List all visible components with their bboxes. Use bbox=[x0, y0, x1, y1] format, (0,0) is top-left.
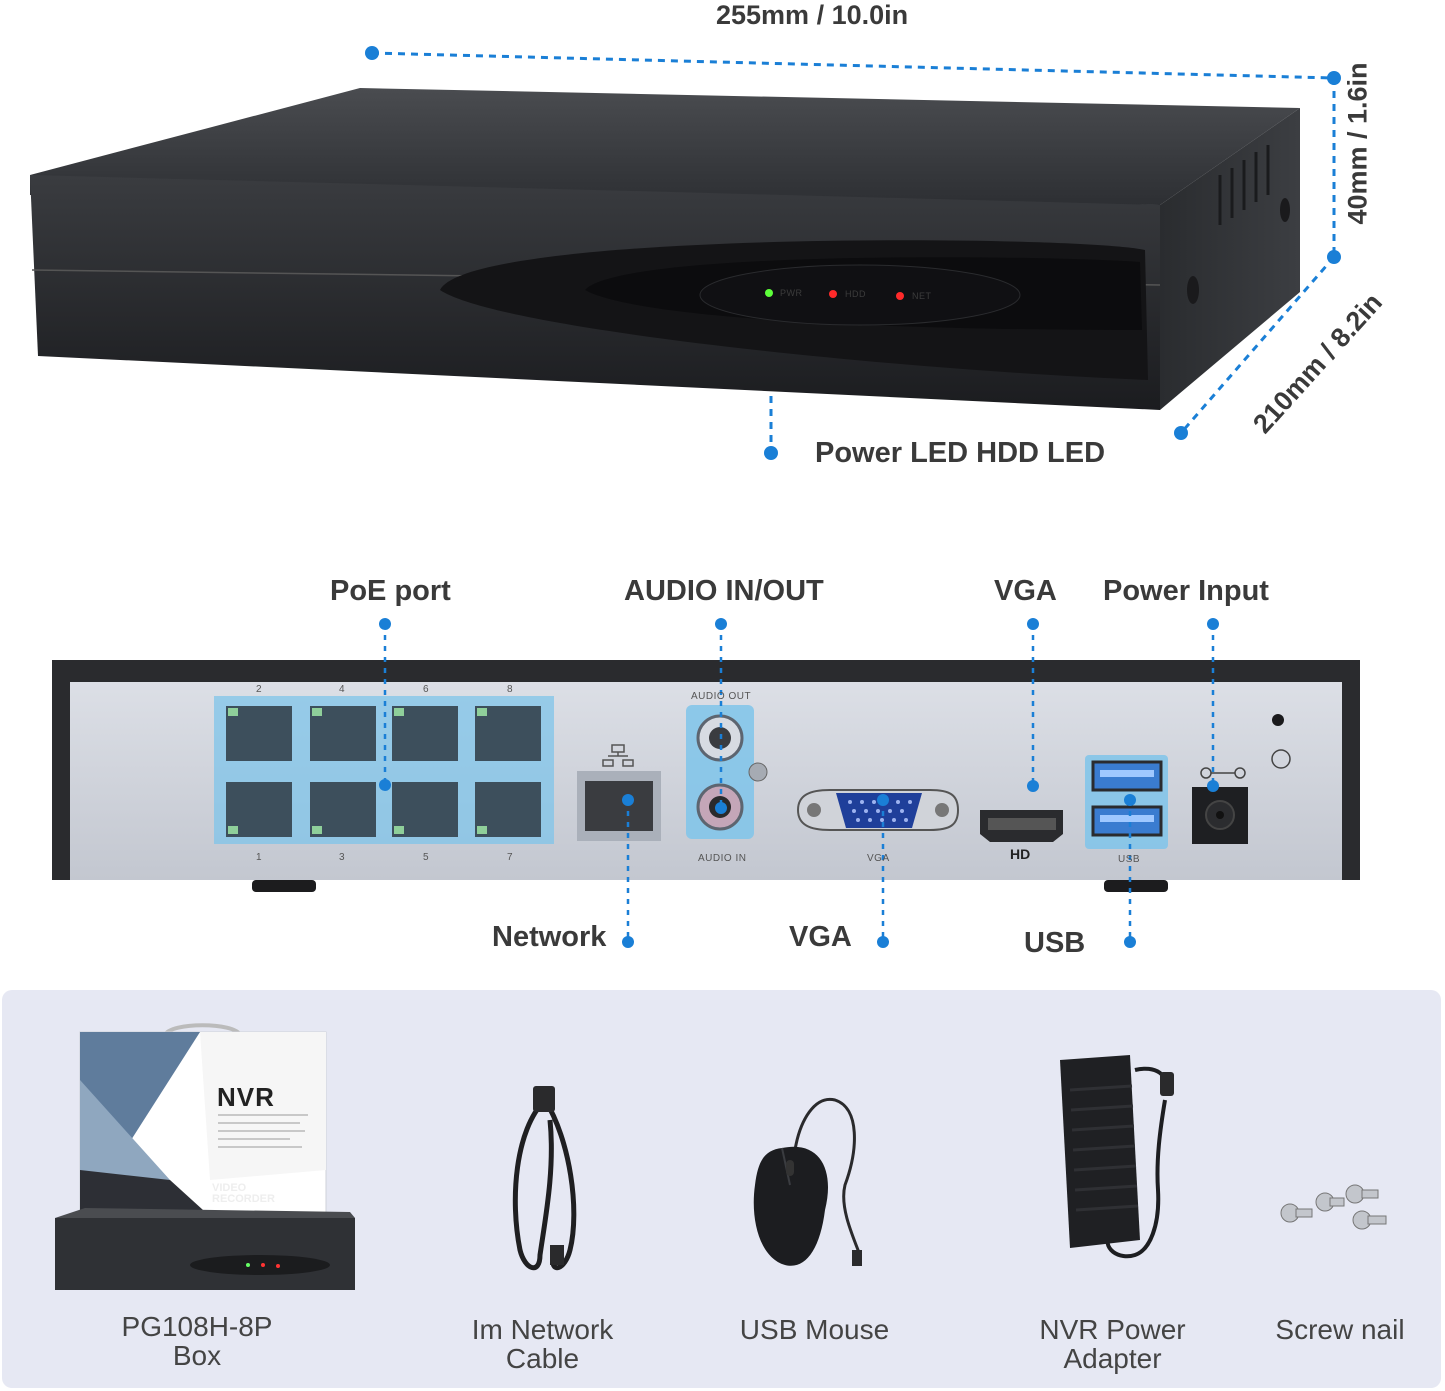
network-callout: Network bbox=[492, 921, 607, 953]
led-label-pwr: PWR bbox=[780, 288, 803, 298]
nvr-rear-view bbox=[52, 618, 1360, 948]
nvr-front-view bbox=[30, 46, 1341, 460]
usb-port-label: USB bbox=[1118, 854, 1141, 865]
poe-bottom-number-3: 3 bbox=[339, 852, 346, 863]
poe-top-number-4: 4 bbox=[339, 684, 346, 695]
power-input-callout: Power Input bbox=[1103, 575, 1269, 607]
usb-mouse-accessory-label: USB Mouse bbox=[739, 1314, 890, 1345]
usb-mouse-image bbox=[753, 1097, 862, 1266]
width-dimension-label: 255mm / 10.0in bbox=[716, 0, 909, 30]
box-accessory-label: PG108H-8P Box bbox=[121, 1311, 273, 1371]
vga-port-label: VGA bbox=[867, 853, 890, 864]
poe-top-number-6: 6 bbox=[423, 684, 430, 695]
power-adapter-image bbox=[1060, 1055, 1174, 1259]
vga-bottom-callout: VGA bbox=[789, 921, 852, 953]
poe-bottom-number-1: 1 bbox=[256, 852, 263, 863]
led-callout-label: Power LED HDD LED bbox=[815, 437, 1106, 469]
nvr-retail-box-image bbox=[55, 1023, 355, 1290]
usb-callout: USB bbox=[1024, 927, 1086, 959]
led-label-net: NET bbox=[912, 291, 932, 301]
hd-port-label: HD bbox=[1010, 846, 1031, 862]
poe-top-number-8: 8 bbox=[507, 684, 514, 695]
network-cable-accessory-label: Im Network Cable bbox=[471, 1314, 614, 1374]
screw-nail-accessory-label: Screw nail bbox=[1275, 1314, 1405, 1345]
vga-top-callout: VGA bbox=[994, 575, 1057, 607]
poe-bottom-number-7: 7 bbox=[507, 852, 514, 863]
power-adapter-accessory-label: NVR Power Adapter bbox=[1039, 1314, 1186, 1374]
audio-in-label: AUDIO IN bbox=[698, 853, 747, 864]
screws-image bbox=[1280, 1184, 1387, 1230]
box-subtitle-text: VIDEO RECORDER bbox=[212, 1182, 275, 1205]
network-cable-image bbox=[512, 1086, 577, 1270]
audio-callout: AUDIO IN/OUT bbox=[624, 575, 824, 607]
poe-port-callout: PoE port bbox=[330, 575, 451, 607]
box-brand-text: NVR bbox=[217, 1082, 275, 1112]
poe-bottom-number-5: 5 bbox=[423, 852, 430, 863]
led-label-hdd: HDD bbox=[845, 289, 866, 299]
audio-out-label: AUDIO OUT bbox=[691, 691, 752, 702]
poe-top-number-2: 2 bbox=[256, 684, 263, 695]
